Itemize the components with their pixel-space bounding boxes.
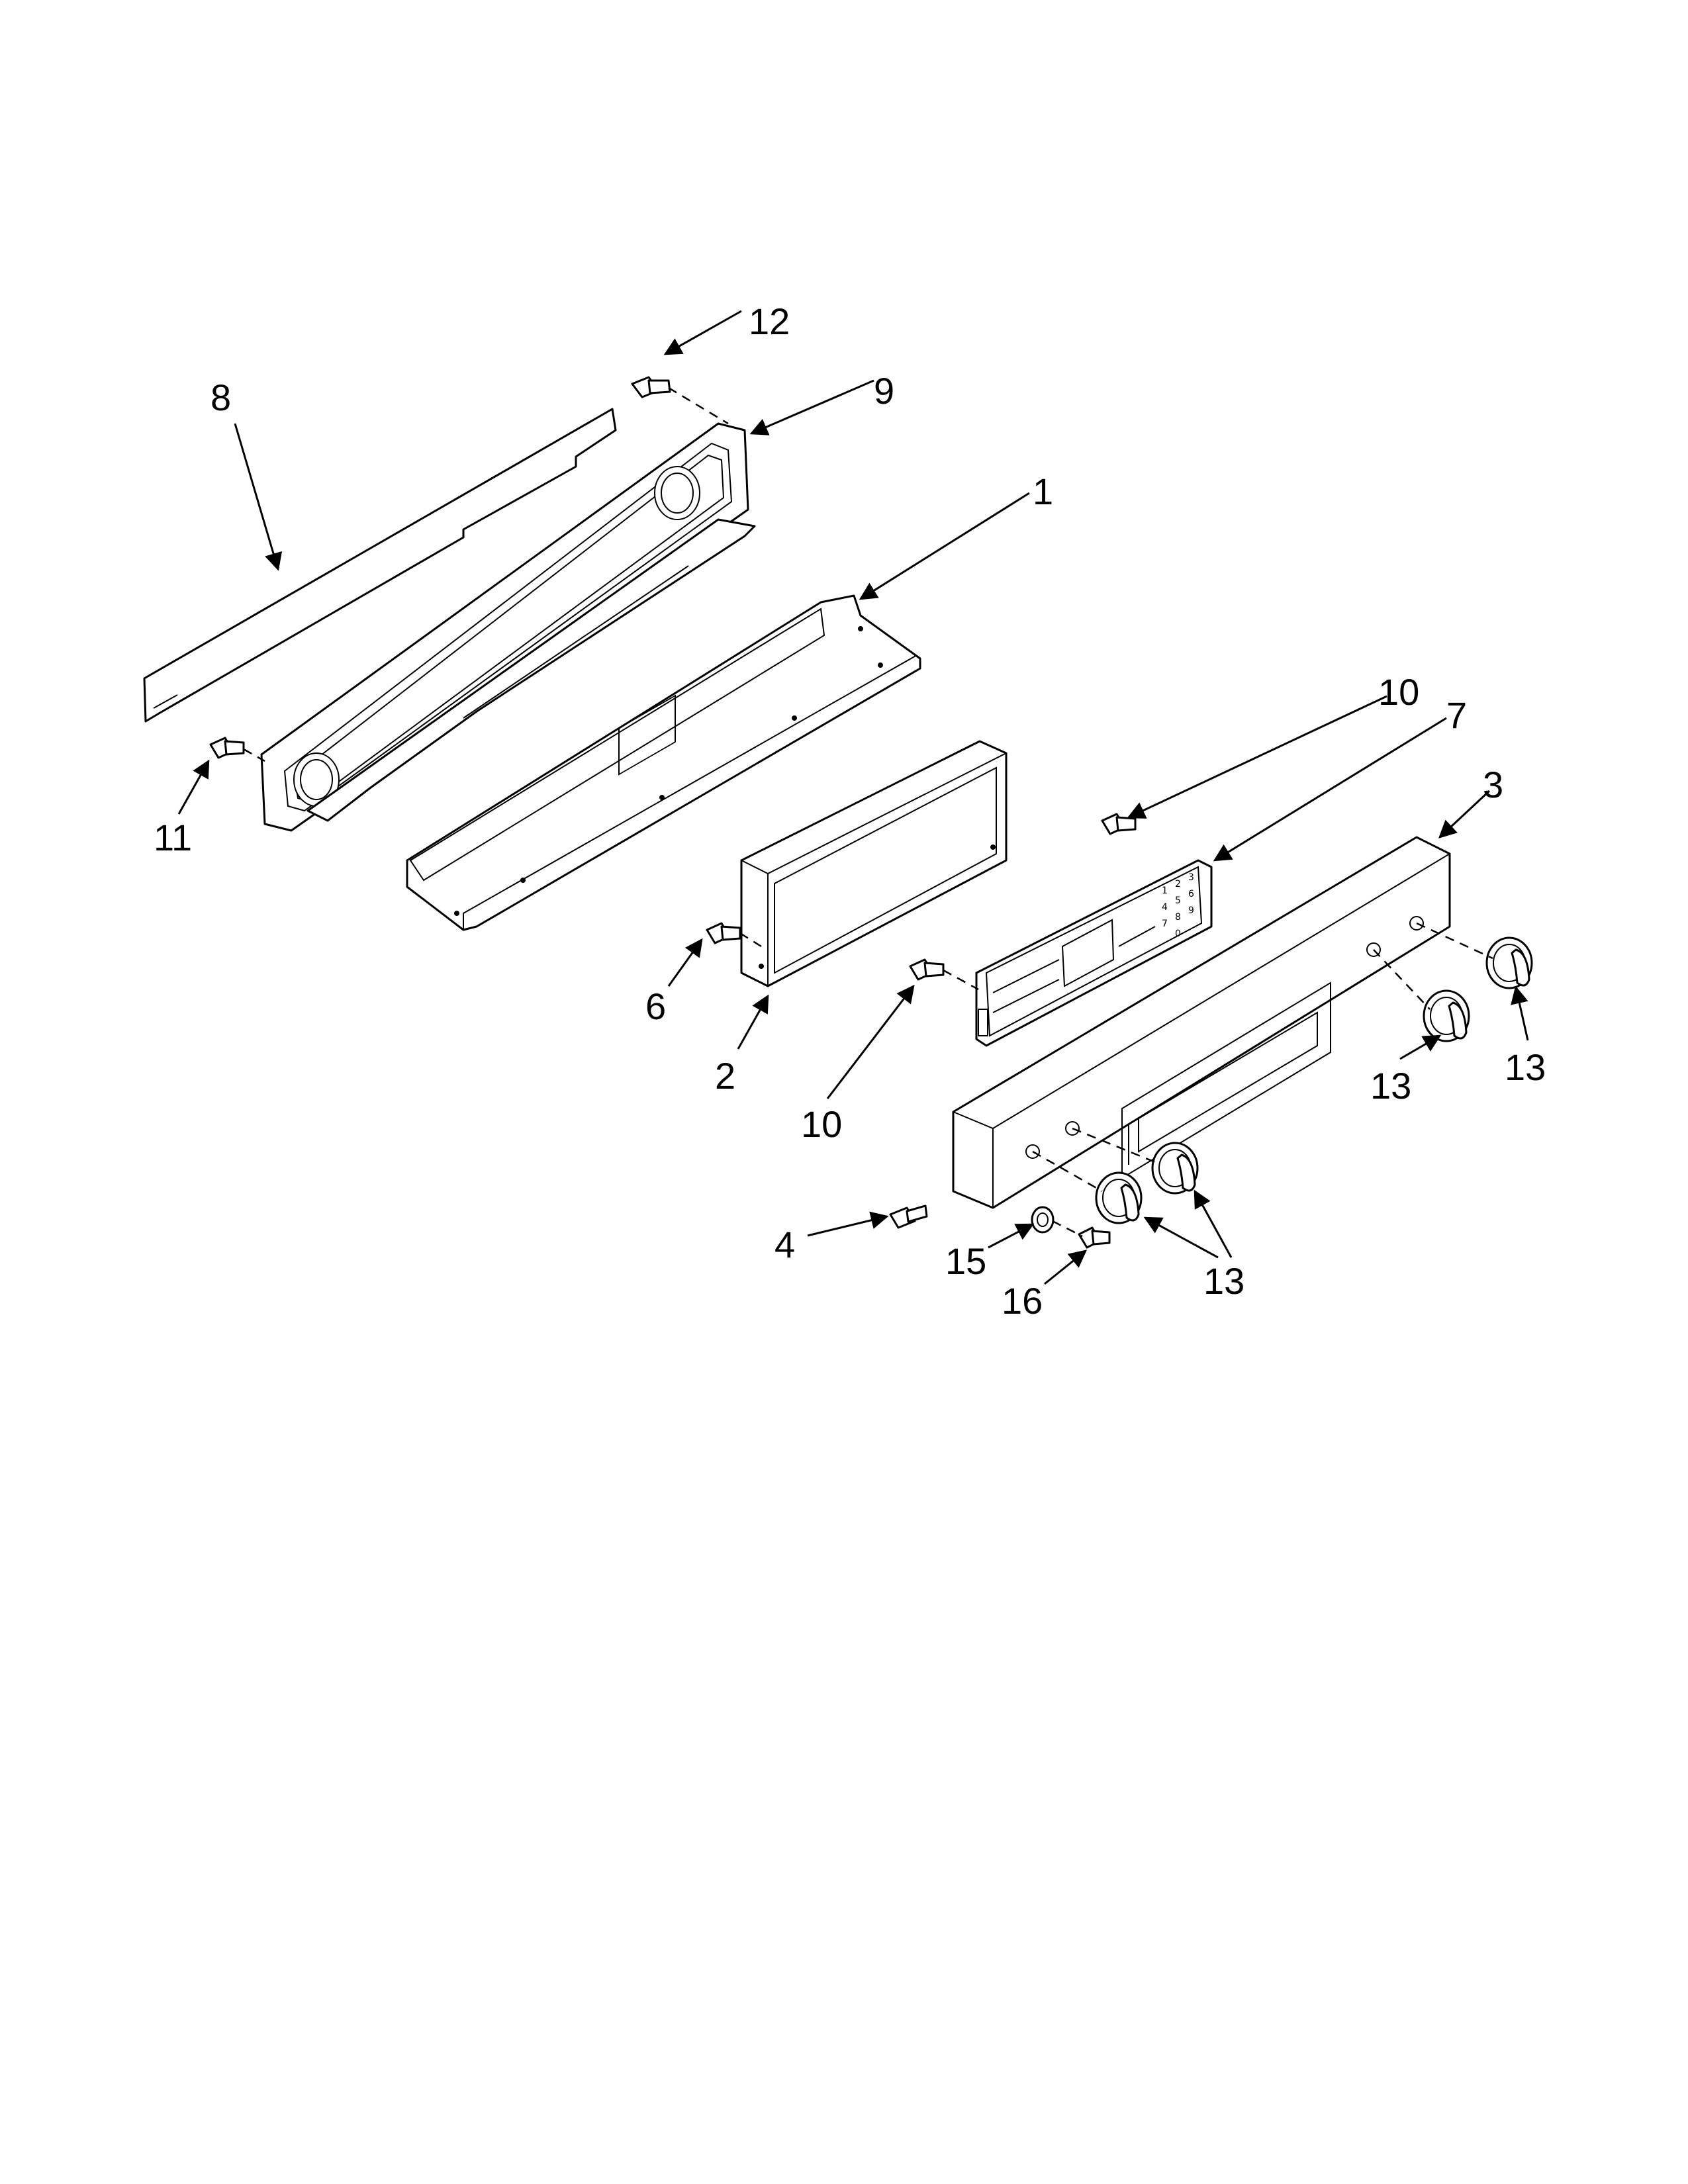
part-7-control-board: 1 2 3 4 5 6 7 8 9 0 xyxy=(975,859,1213,1047)
svg-text:7: 7 xyxy=(1162,919,1168,929)
knob-13-b xyxy=(1151,1142,1199,1195)
screw-4 xyxy=(889,1205,928,1229)
display-window xyxy=(1061,919,1115,987)
svg-text:5: 5 xyxy=(1175,895,1181,906)
callout-16: 16 xyxy=(1002,1280,1043,1322)
callout-7: 7 xyxy=(1446,694,1467,736)
part-2-box-bracket xyxy=(740,740,1008,987)
panel-window-frame xyxy=(1121,981,1331,1179)
callout-3: 3 xyxy=(1483,764,1503,805)
callout-15: 15 xyxy=(945,1240,986,1282)
callout-8: 8 xyxy=(211,377,231,418)
svg-text:1: 1 xyxy=(1162,886,1168,896)
callout-10-upper: 10 xyxy=(1378,671,1419,713)
callout-13-b: 13 xyxy=(1505,1046,1546,1088)
washer-15 xyxy=(1031,1206,1055,1234)
screw-6 xyxy=(706,922,741,944)
screw-10-upper xyxy=(1101,813,1137,835)
screw-16 xyxy=(1078,1226,1111,1249)
callout-2: 2 xyxy=(715,1055,735,1097)
callout-10-lower: 10 xyxy=(801,1103,842,1145)
svg-text:8: 8 xyxy=(1175,912,1181,923)
svg-text:4: 4 xyxy=(1162,902,1168,913)
callout-4: 4 xyxy=(774,1224,795,1265)
screw-12 xyxy=(631,376,671,398)
screw-11 xyxy=(209,737,245,759)
svg-text:6: 6 xyxy=(1188,889,1194,899)
callout-labels: 12 8 9 1 10 7 3 11 6 2 10 13 13 4 15 16 … xyxy=(154,300,1546,1322)
callout-13-c: 13 xyxy=(1203,1260,1244,1302)
leaders xyxy=(177,310,1529,1285)
callout-11: 11 xyxy=(154,817,192,858)
callout-6: 6 xyxy=(645,985,666,1027)
screw-10-lower xyxy=(909,958,945,981)
svg-text:0: 0 xyxy=(1175,929,1181,939)
part-3-control-panel xyxy=(952,836,1451,1209)
callout-1: 1 xyxy=(1033,471,1053,512)
callout-9: 9 xyxy=(874,370,894,412)
part-9-frame xyxy=(260,422,756,832)
knob-13-a xyxy=(1095,1171,1143,1224)
part-1-channel xyxy=(406,594,921,931)
callout-13-a: 13 xyxy=(1370,1065,1411,1107)
svg-text:2: 2 xyxy=(1175,879,1181,889)
callout-12: 12 xyxy=(749,300,790,342)
svg-text:9: 9 xyxy=(1188,905,1194,916)
knob-13-c xyxy=(1423,989,1470,1042)
knob-13-d xyxy=(1485,936,1533,989)
svg-text:3: 3 xyxy=(1188,872,1194,883)
part-8-back-plate xyxy=(143,408,617,723)
keypad-digits: 1 2 3 4 5 6 7 8 9 0 xyxy=(1162,872,1194,939)
